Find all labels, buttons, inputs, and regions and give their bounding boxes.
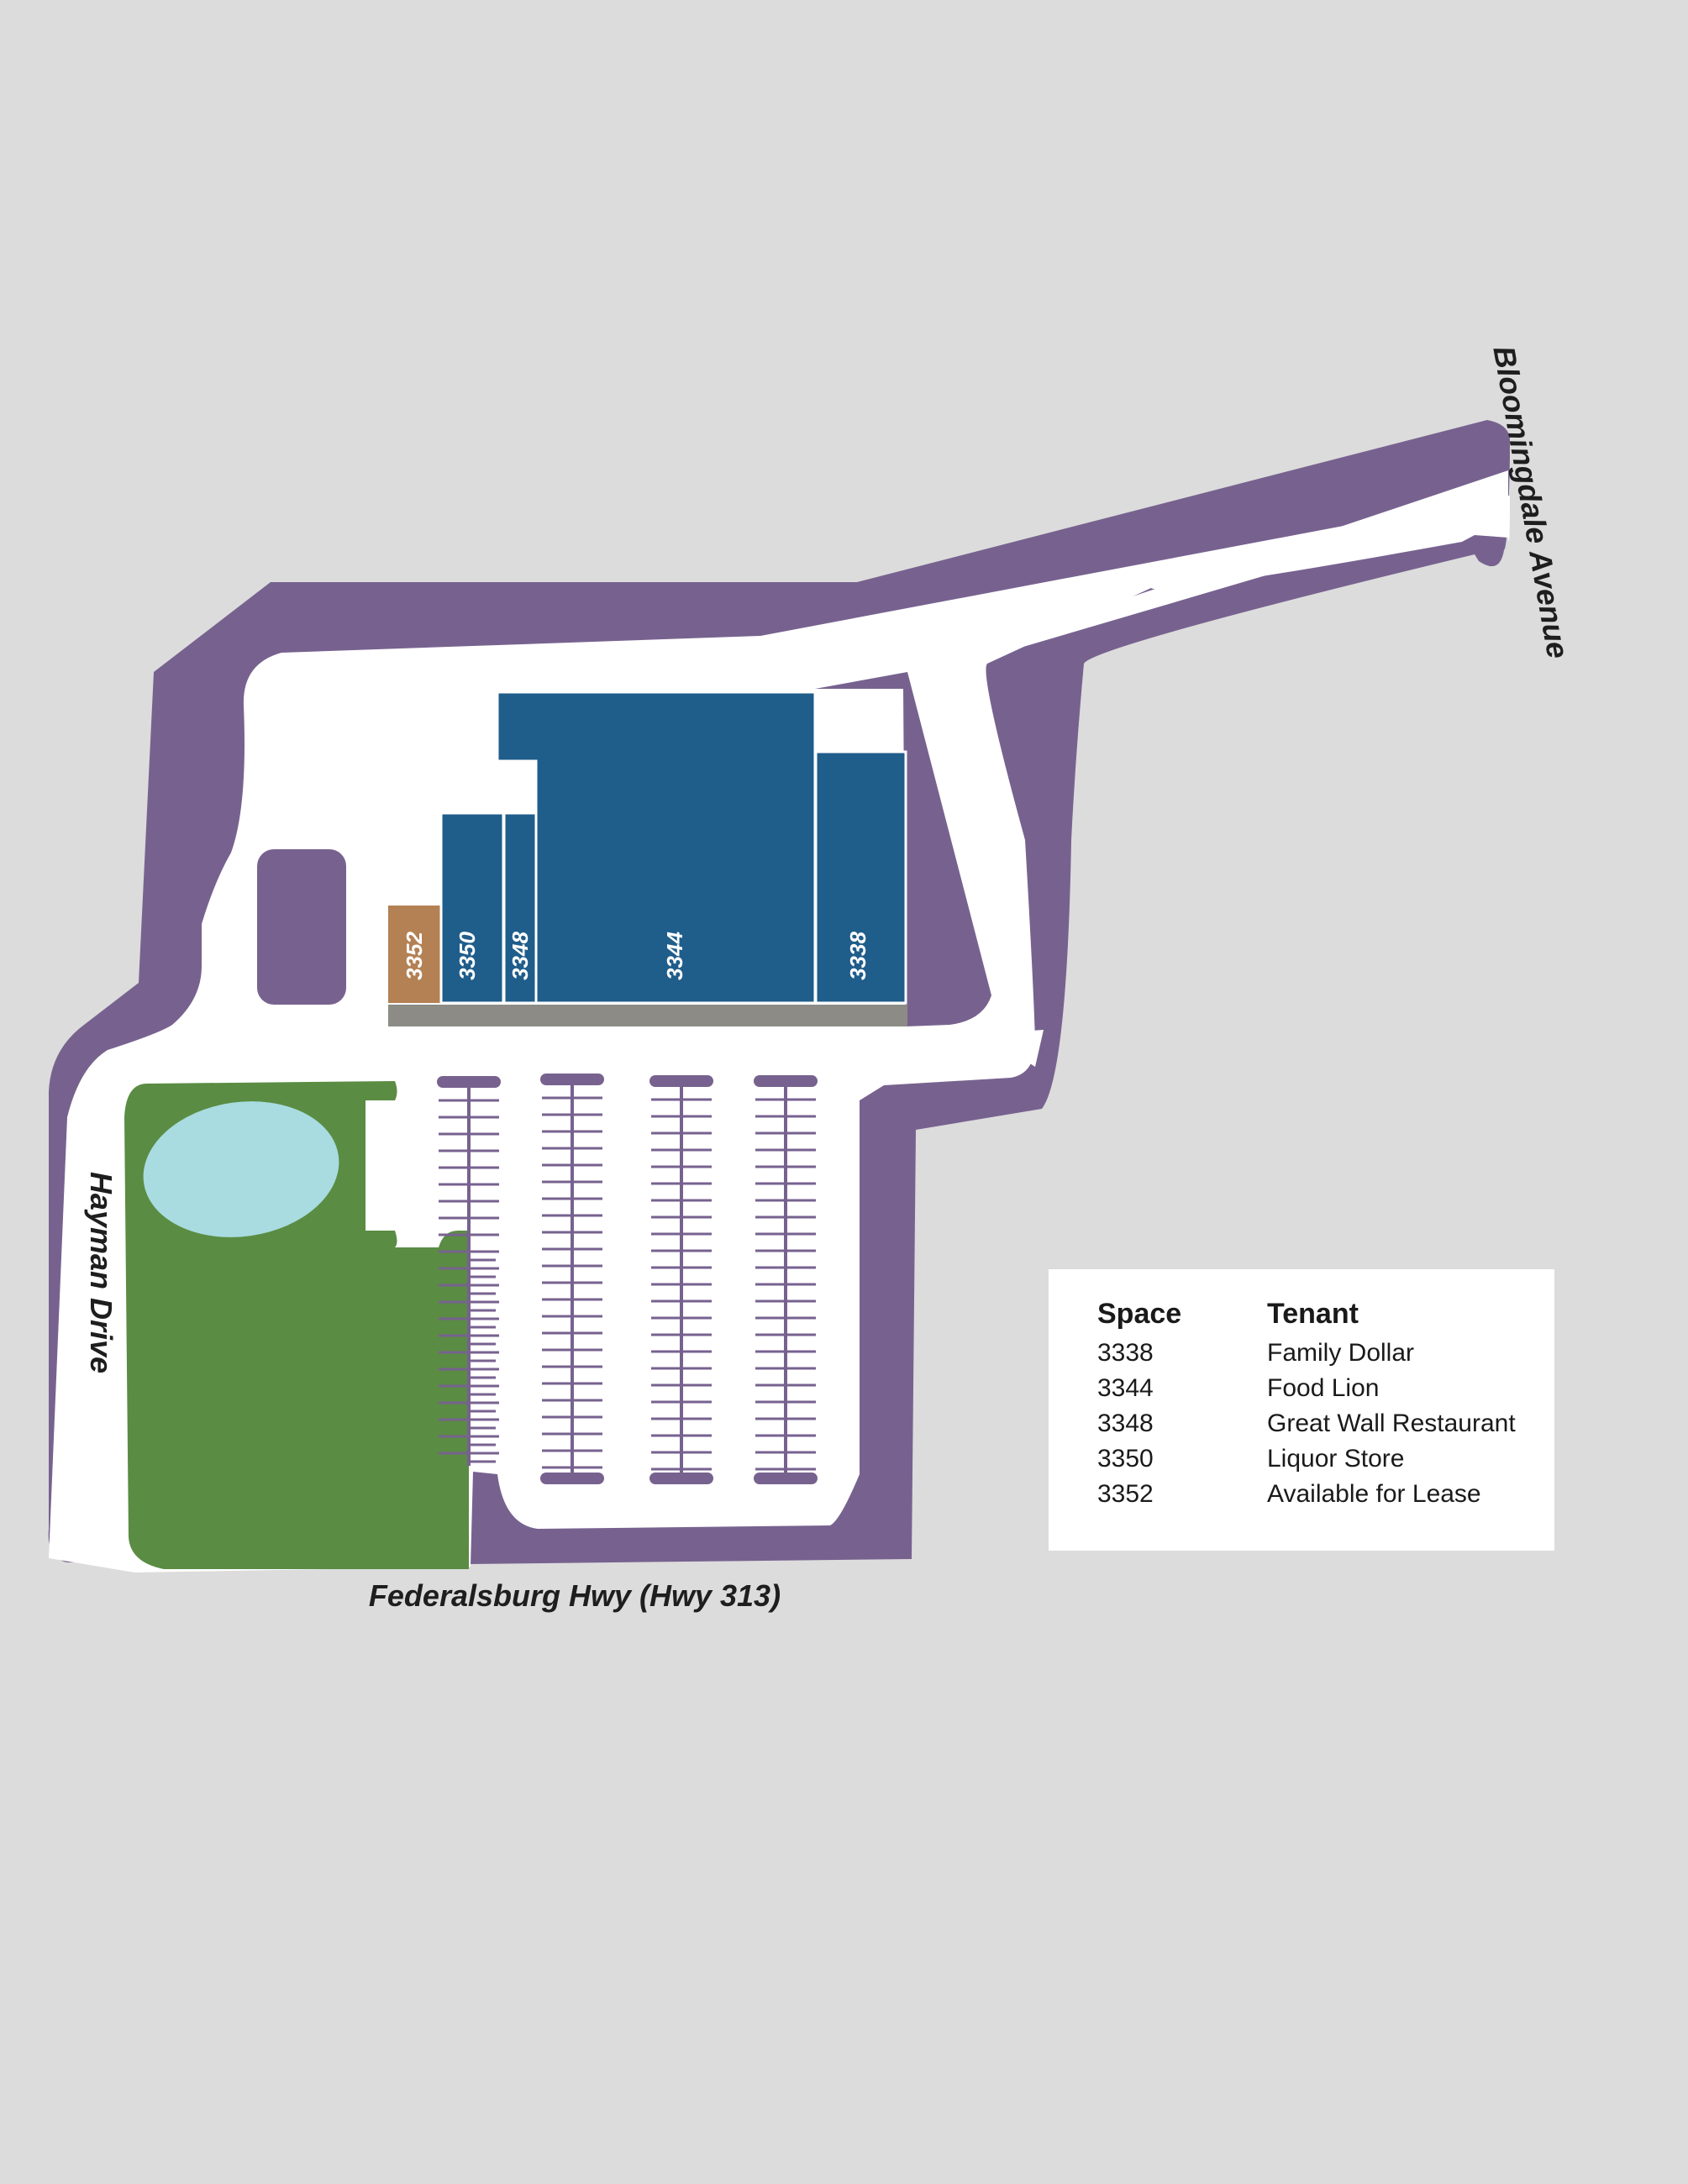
legend-tenant: Food Lion	[1267, 1374, 1380, 1402]
west-island	[257, 849, 346, 1005]
building-3338	[814, 750, 907, 1005]
parking-lot	[437, 1074, 889, 1484]
parking-island-cap	[649, 1075, 713, 1087]
parking-island-cap	[649, 1473, 713, 1484]
legend-space-header: Space	[1097, 1298, 1182, 1330]
unit-label-3338: 3338	[845, 932, 870, 980]
unit-label-3344: 3344	[662, 932, 687, 980]
legend-tenant-header: Tenant	[1267, 1298, 1359, 1330]
legend-tenant: Family Dollar	[1267, 1339, 1415, 1367]
road-label-federalsburg: Federalsburg Hwy (Hwy 313)	[369, 1578, 781, 1613]
legend-row: 3338 Family Dollar	[1097, 1336, 1554, 1371]
east-island	[815, 672, 991, 1026]
parking-island-cap	[540, 1074, 604, 1085]
building-3348	[502, 811, 538, 1005]
legend-header: Space Tenant	[1097, 1298, 1554, 1331]
legend-row: 3350 Liquor Store	[1097, 1441, 1554, 1477]
unit-label-3350: 3350	[455, 932, 480, 980]
storefront-walkway	[388, 1005, 907, 1026]
legend-tenant: Available for Lease	[1267, 1480, 1481, 1508]
parking-island-cap	[540, 1473, 604, 1484]
unit-label-3352: 3352	[402, 932, 427, 980]
legend-space: 3338	[1097, 1339, 1154, 1367]
legend-space: 3350	[1097, 1445, 1154, 1473]
legend-space: 3344	[1097, 1374, 1154, 1402]
parking-island-cap	[754, 1473, 818, 1484]
legend-row: 3348 Great Wall Restaurant	[1097, 1406, 1554, 1441]
legend-space: 3352	[1097, 1480, 1154, 1508]
legend-row: 3352 Available for Lease	[1097, 1477, 1554, 1512]
legend-tenant: Great Wall Restaurant	[1267, 1410, 1516, 1437]
legend-row: 3344 Food Lion	[1097, 1371, 1554, 1406]
road-label-hayman: Hayman Drive	[84, 1172, 118, 1373]
tenant-legend: Space Tenant 3338 Family Dollar 3344 Foo…	[1049, 1269, 1554, 1551]
water-pond-icon	[143, 1101, 339, 1237]
parking-island-cap	[754, 1075, 818, 1087]
parking-island-cap	[437, 1076, 501, 1088]
legend-tenant: Liquor Store	[1267, 1445, 1405, 1473]
unit-label-3348: 3348	[507, 932, 533, 980]
legend-space: 3348	[1097, 1410, 1154, 1437]
building-3352	[388, 906, 440, 1003]
building-3344	[496, 690, 817, 1005]
